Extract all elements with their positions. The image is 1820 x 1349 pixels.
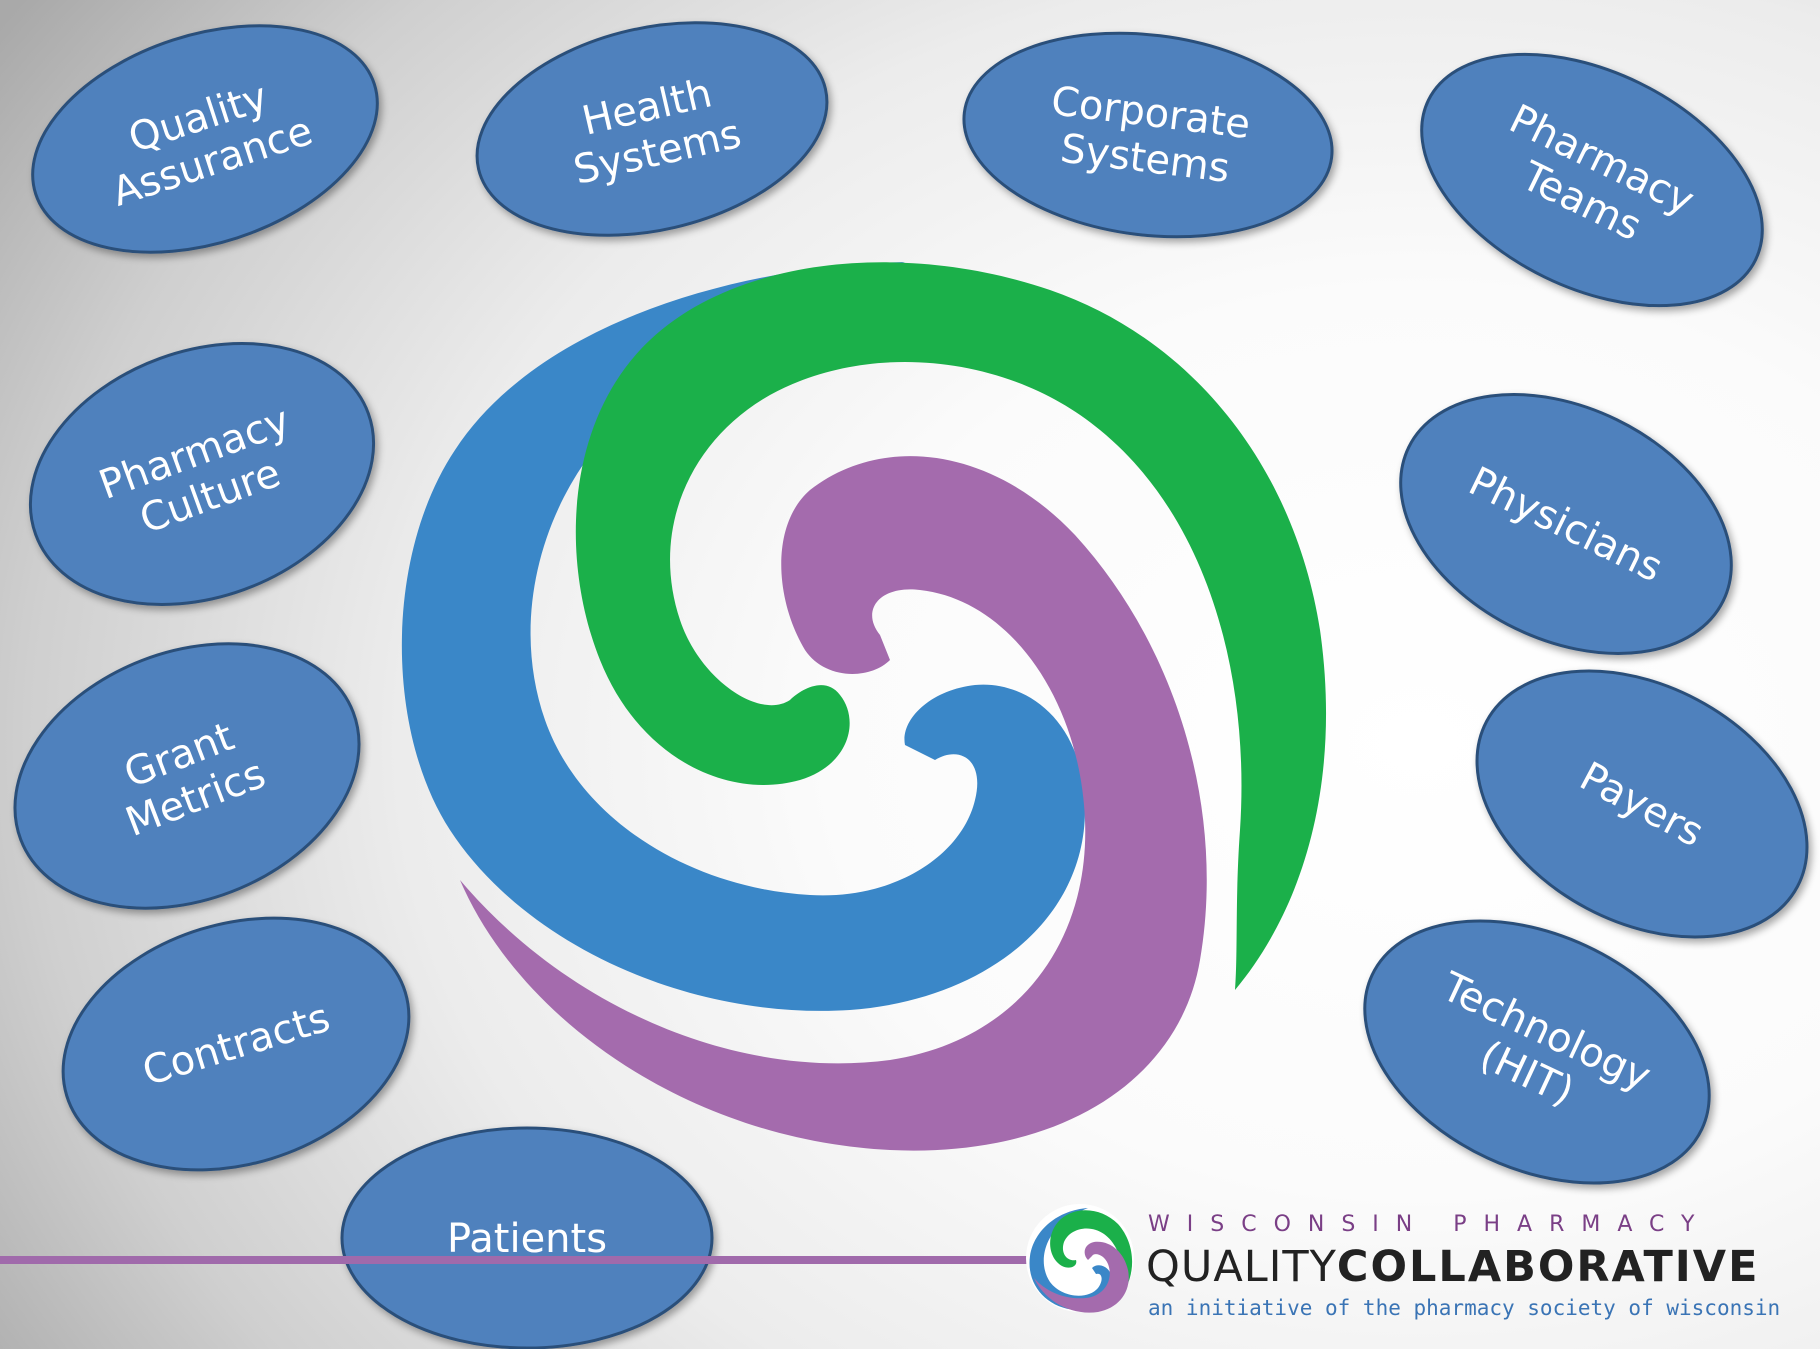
bubble-shape-physicians: [1399, 393, 1733, 655]
bubble-shape-technology-hit: [1363, 919, 1711, 1185]
bubble-physicians: Physicians: [1399, 393, 1733, 655]
bubble-patients: Patients: [340, 1126, 714, 1349]
bubble-shape-quality-assurance: [31, 24, 379, 254]
bubble-corporate-systems: CorporateSystems: [962, 31, 1334, 239]
central-swirl-logo: [401, 262, 1327, 1151]
bubble-contracts: Contracts: [61, 916, 411, 1172]
bubble-payers: Payers: [1475, 669, 1809, 939]
swirl-logo-icon: [1026, 1204, 1134, 1313]
bubble-shape-contracts: [61, 916, 411, 1172]
wpqc-logo: WISCONSIN PHARMACY QUALITYCOLLABORATIVE …: [1018, 1196, 1808, 1336]
bubble-shape-patients: [340, 1126, 714, 1349]
bubble-shape-health-systems: [475, 21, 829, 237]
swirl-purple-arm: [460, 456, 1207, 1151]
bubble-shape-pharmacy-culture: [28, 342, 376, 606]
logo-text-wisconsin-pharmacy: WISCONSIN PHARMACY: [1148, 1212, 1712, 1237]
logo-text-quality: QUALITY: [1146, 1242, 1337, 1292]
swirl-blue-arm: [401, 262, 1085, 1011]
bubble-shape-pharmacy-teams: [1420, 52, 1764, 308]
logo-text-quality-collaborative: QUALITYCOLLABORATIVE: [1146, 1242, 1759, 1292]
bubble-pharmacy-culture: PharmacyCulture: [28, 342, 376, 606]
bubble-shape-payers: [1475, 669, 1809, 939]
swirl-green-arm: [575, 262, 1327, 991]
bubble-label-line: Patients: [447, 1216, 607, 1262]
bubble-label-patients: Patients: [447, 1216, 607, 1262]
logo-tagline: an initiative of the pharmacy society of…: [1148, 1296, 1781, 1320]
bubble-pharmacy-teams: PharmacyTeams: [1420, 52, 1764, 308]
logo-text-collaborative: COLLABORATIVE: [1336, 1242, 1760, 1292]
bubble-shape-corporate-systems: [962, 31, 1334, 239]
bubble-quality-assurance: QualityAssurance: [31, 24, 379, 254]
bubble-health-systems: HealthSystems: [475, 21, 829, 237]
bubble-shape-grant-metrics: [13, 642, 361, 910]
footer-divider-line: [0, 1256, 1040, 1264]
bubble-technology-hit: Technology(HIT): [1363, 919, 1711, 1185]
bubble-grant-metrics: GrantMetrics: [13, 642, 361, 910]
